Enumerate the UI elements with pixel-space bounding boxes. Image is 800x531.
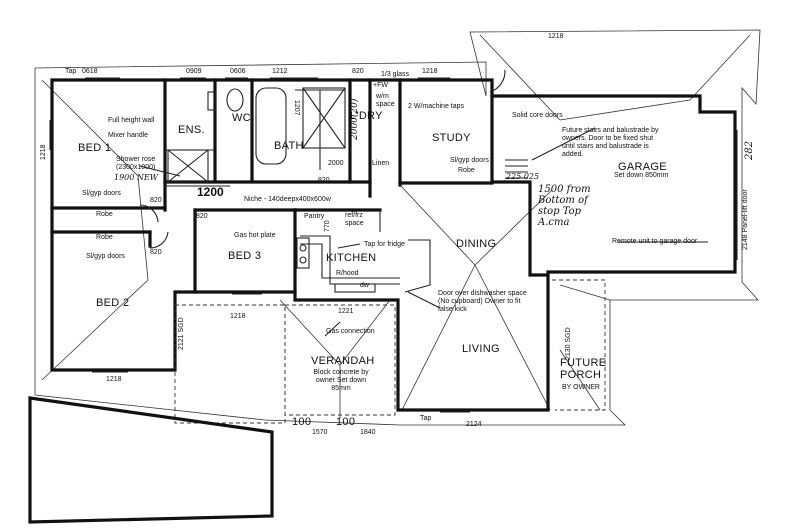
room-bed2: BED 2 — [96, 297, 130, 309]
room-garage: GARAGE — [618, 161, 667, 173]
note-wm-space: w/m space — [376, 93, 395, 108]
note-by-owner: BY OWNER — [562, 384, 600, 391]
note-tap-top: Tap — [65, 68, 77, 75]
note-study-sl-gyp: Sl/gyp doors — [450, 157, 489, 164]
note-future-stairs: Future stairs and balustrade by owners. … — [562, 127, 659, 158]
garage-stairs — [505, 159, 528, 179]
room-living: LIVING — [462, 343, 500, 355]
dim-1218-bed3: 1218 — [230, 313, 246, 320]
note-gas-hot-plate: Gas hot plate — [234, 232, 276, 239]
dim-2124: 2124 — [466, 421, 482, 428]
note-bed1-sl-gyp: Sl/gyp doors — [82, 190, 121, 197]
dim-1200: 1200 — [197, 185, 224, 199]
dim-820-bed1: 820 — [150, 197, 162, 204]
dim-100-b: 100 — [336, 416, 356, 428]
note-verandah: Block concrete by owner Set down 85mm — [313, 369, 369, 392]
room-ldry: L'DRY — [350, 110, 383, 122]
dim-2121-sgd: 2121 SGD — [178, 317, 185, 350]
dim-2000: 2000 — [328, 160, 344, 167]
room-kitchen: KITCHEN — [326, 252, 377, 264]
note-full-height-wall: Full height wall — [108, 117, 155, 124]
note-dw: dw — [360, 282, 369, 289]
outdoor-areas — [174, 279, 606, 424]
room-bed1: BED 1 — [78, 142, 112, 154]
dim-panel-lift: 2148 Panel-lift door — [742, 189, 749, 250]
note-study-robe: Robe — [458, 167, 475, 174]
note-pantry: Pantry — [304, 213, 325, 220]
dim-1221: 1221 — [338, 308, 354, 315]
note-door-over-dishwasher: Door over dishwasher space (No cupboard)… — [438, 290, 527, 313]
dim-2130-sgd: 2130 SGD — [565, 327, 572, 360]
dim-1570: 1570 — [312, 429, 328, 436]
note-garage-set-down: Set down 850mm — [614, 172, 669, 179]
note-fw: +FW — [373, 82, 388, 89]
handwritten-garage-dim: 282 — [744, 140, 755, 160]
adjacent-block — [28, 396, 274, 524]
note-bed2-sl-gyp: Sl/gyp doors — [86, 253, 125, 260]
dim-1212: 1212 — [272, 68, 288, 75]
note-bed1-robe: Robe — [96, 211, 113, 218]
note-gas-connection: Gas connection — [326, 328, 375, 335]
note-bed2-robe: Robe — [96, 234, 113, 241]
dim-1840: 1840 — [360, 429, 376, 436]
handwritten-stop-note: 1500 from Bottom of stop Top A.cma — [538, 184, 591, 228]
note-tap-bottom: Tap — [420, 415, 432, 422]
dim-1218-bed2: 1218 — [106, 376, 122, 383]
window-marks — [49, 69, 738, 413]
dim-0618: 0618 — [82, 68, 98, 75]
dim-0909: 0909 — [186, 68, 202, 75]
roof-outline — [34, 29, 761, 426]
note-linen: Linen — [372, 160, 390, 167]
note-glass: 1/3 glass — [381, 71, 410, 78]
kitchen-bench — [296, 235, 431, 293]
note-ref-frz: ref/frz space — [345, 212, 364, 227]
note-shower-rose: Shower rose (2300x1000) — [116, 156, 156, 171]
dim-820-bed3: 820 — [196, 213, 208, 220]
dim-820-bed2: 820 — [150, 249, 162, 256]
room-verandah: VERANDAH — [311, 355, 375, 367]
room-wc: WC — [232, 112, 251, 124]
dim-770: 770 — [324, 220, 331, 232]
room-dining: DINING — [456, 238, 497, 250]
note-solid-core-doors: Solid core doors — [512, 112, 563, 119]
room-ens: ENS. — [178, 124, 205, 136]
note-r-hood: R/hood — [336, 270, 359, 277]
handwritten-bath-dim: 2000(20) — [350, 98, 360, 140]
note-machine-taps: 2 W/machine taps — [408, 103, 465, 110]
annotation-arrows — [139, 127, 708, 337]
dim-820-top: 820 — [352, 68, 364, 75]
room-bed3: BED 3 — [228, 250, 262, 262]
room-bath: BATH — [274, 140, 304, 152]
note-niche: Niche - 140deepx400x600w — [244, 196, 331, 203]
dim-1207: 1207 — [293, 100, 300, 116]
dim-0606: 0606 — [230, 68, 246, 75]
room-future-porch: FUTURE PORCH — [560, 357, 607, 381]
note-tap-for-fridge: Tap for fridge — [364, 241, 405, 248]
room-study: STUDY — [432, 132, 471, 144]
dim-100-a: 100 — [292, 416, 312, 428]
handwritten-step-dim: 225 025 — [506, 172, 540, 181]
note-remote-unit: Remote unit to garage door — [612, 238, 698, 245]
bathroom-fixtures — [167, 87, 346, 183]
dim-1218-garage: 1218 — [548, 33, 564, 40]
dim-1218-top: 1218 — [422, 68, 438, 75]
note-mixer-handle: Mixer handle — [108, 132, 149, 139]
dim-1218-left: 1218 — [40, 144, 47, 160]
dim-820-bath: 820 — [318, 177, 330, 184]
handwritten-1900: 1900 NEW — [114, 173, 158, 182]
